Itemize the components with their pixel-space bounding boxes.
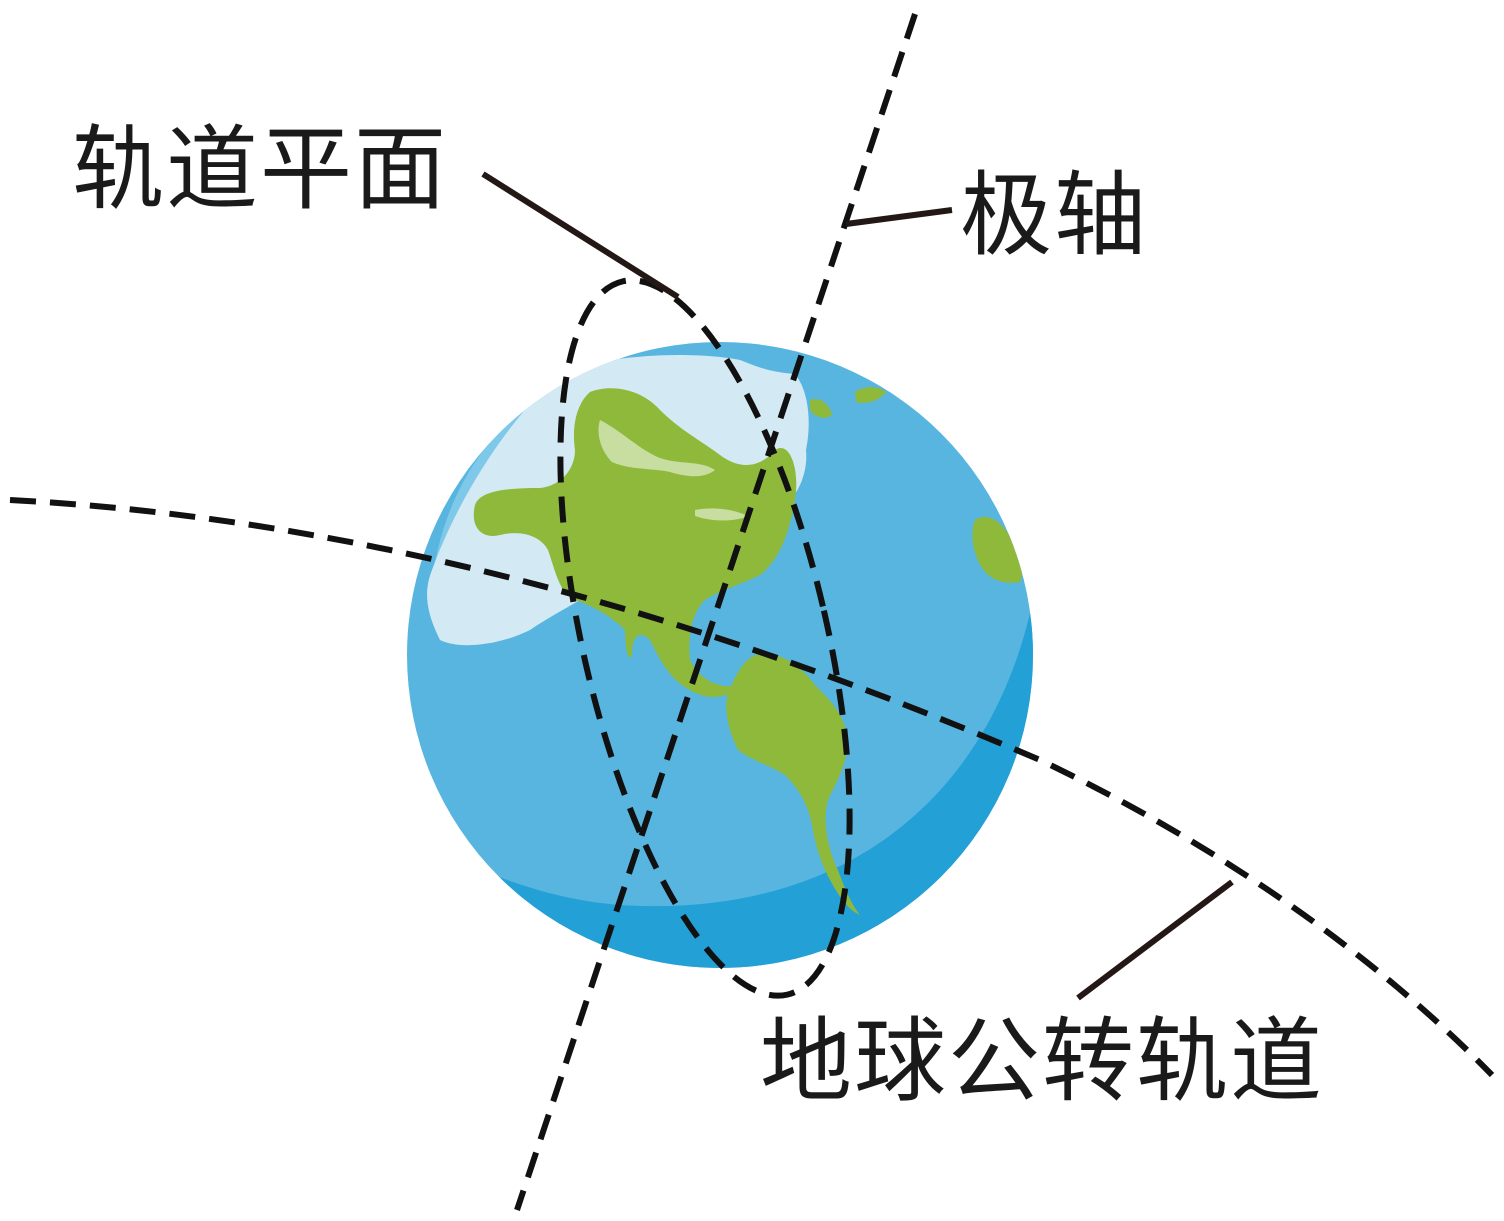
continent-south-america	[726, 654, 860, 915]
leader-revolution-orbit	[1076, 879, 1234, 1001]
ocean-shadow	[480, 560, 1033, 968]
orbit-plane-label: 轨道平面	[72, 116, 449, 223]
orbit-plane-ellipse	[557, 277, 853, 999]
island-africa-edge	[972, 516, 1023, 583]
revolution-orbit-line	[9, 497, 1495, 1078]
polar-axis-line	[514, 13, 918, 1211]
earth-globe-icon	[407, 342, 1033, 968]
island-greenland-tip	[855, 387, 886, 403]
leader-orbit-plane	[481, 171, 680, 300]
polar-axis-label: 极轴	[960, 162, 1149, 269]
island-newfoundland	[810, 399, 832, 418]
continent-north-america	[473, 388, 797, 697]
revolution-orbit-label: 地球公转轨道	[760, 1008, 1325, 1115]
ice-patch	[598, 420, 715, 477]
ice-patch-2	[695, 508, 748, 521]
leader-polar-axis	[845, 207, 953, 227]
